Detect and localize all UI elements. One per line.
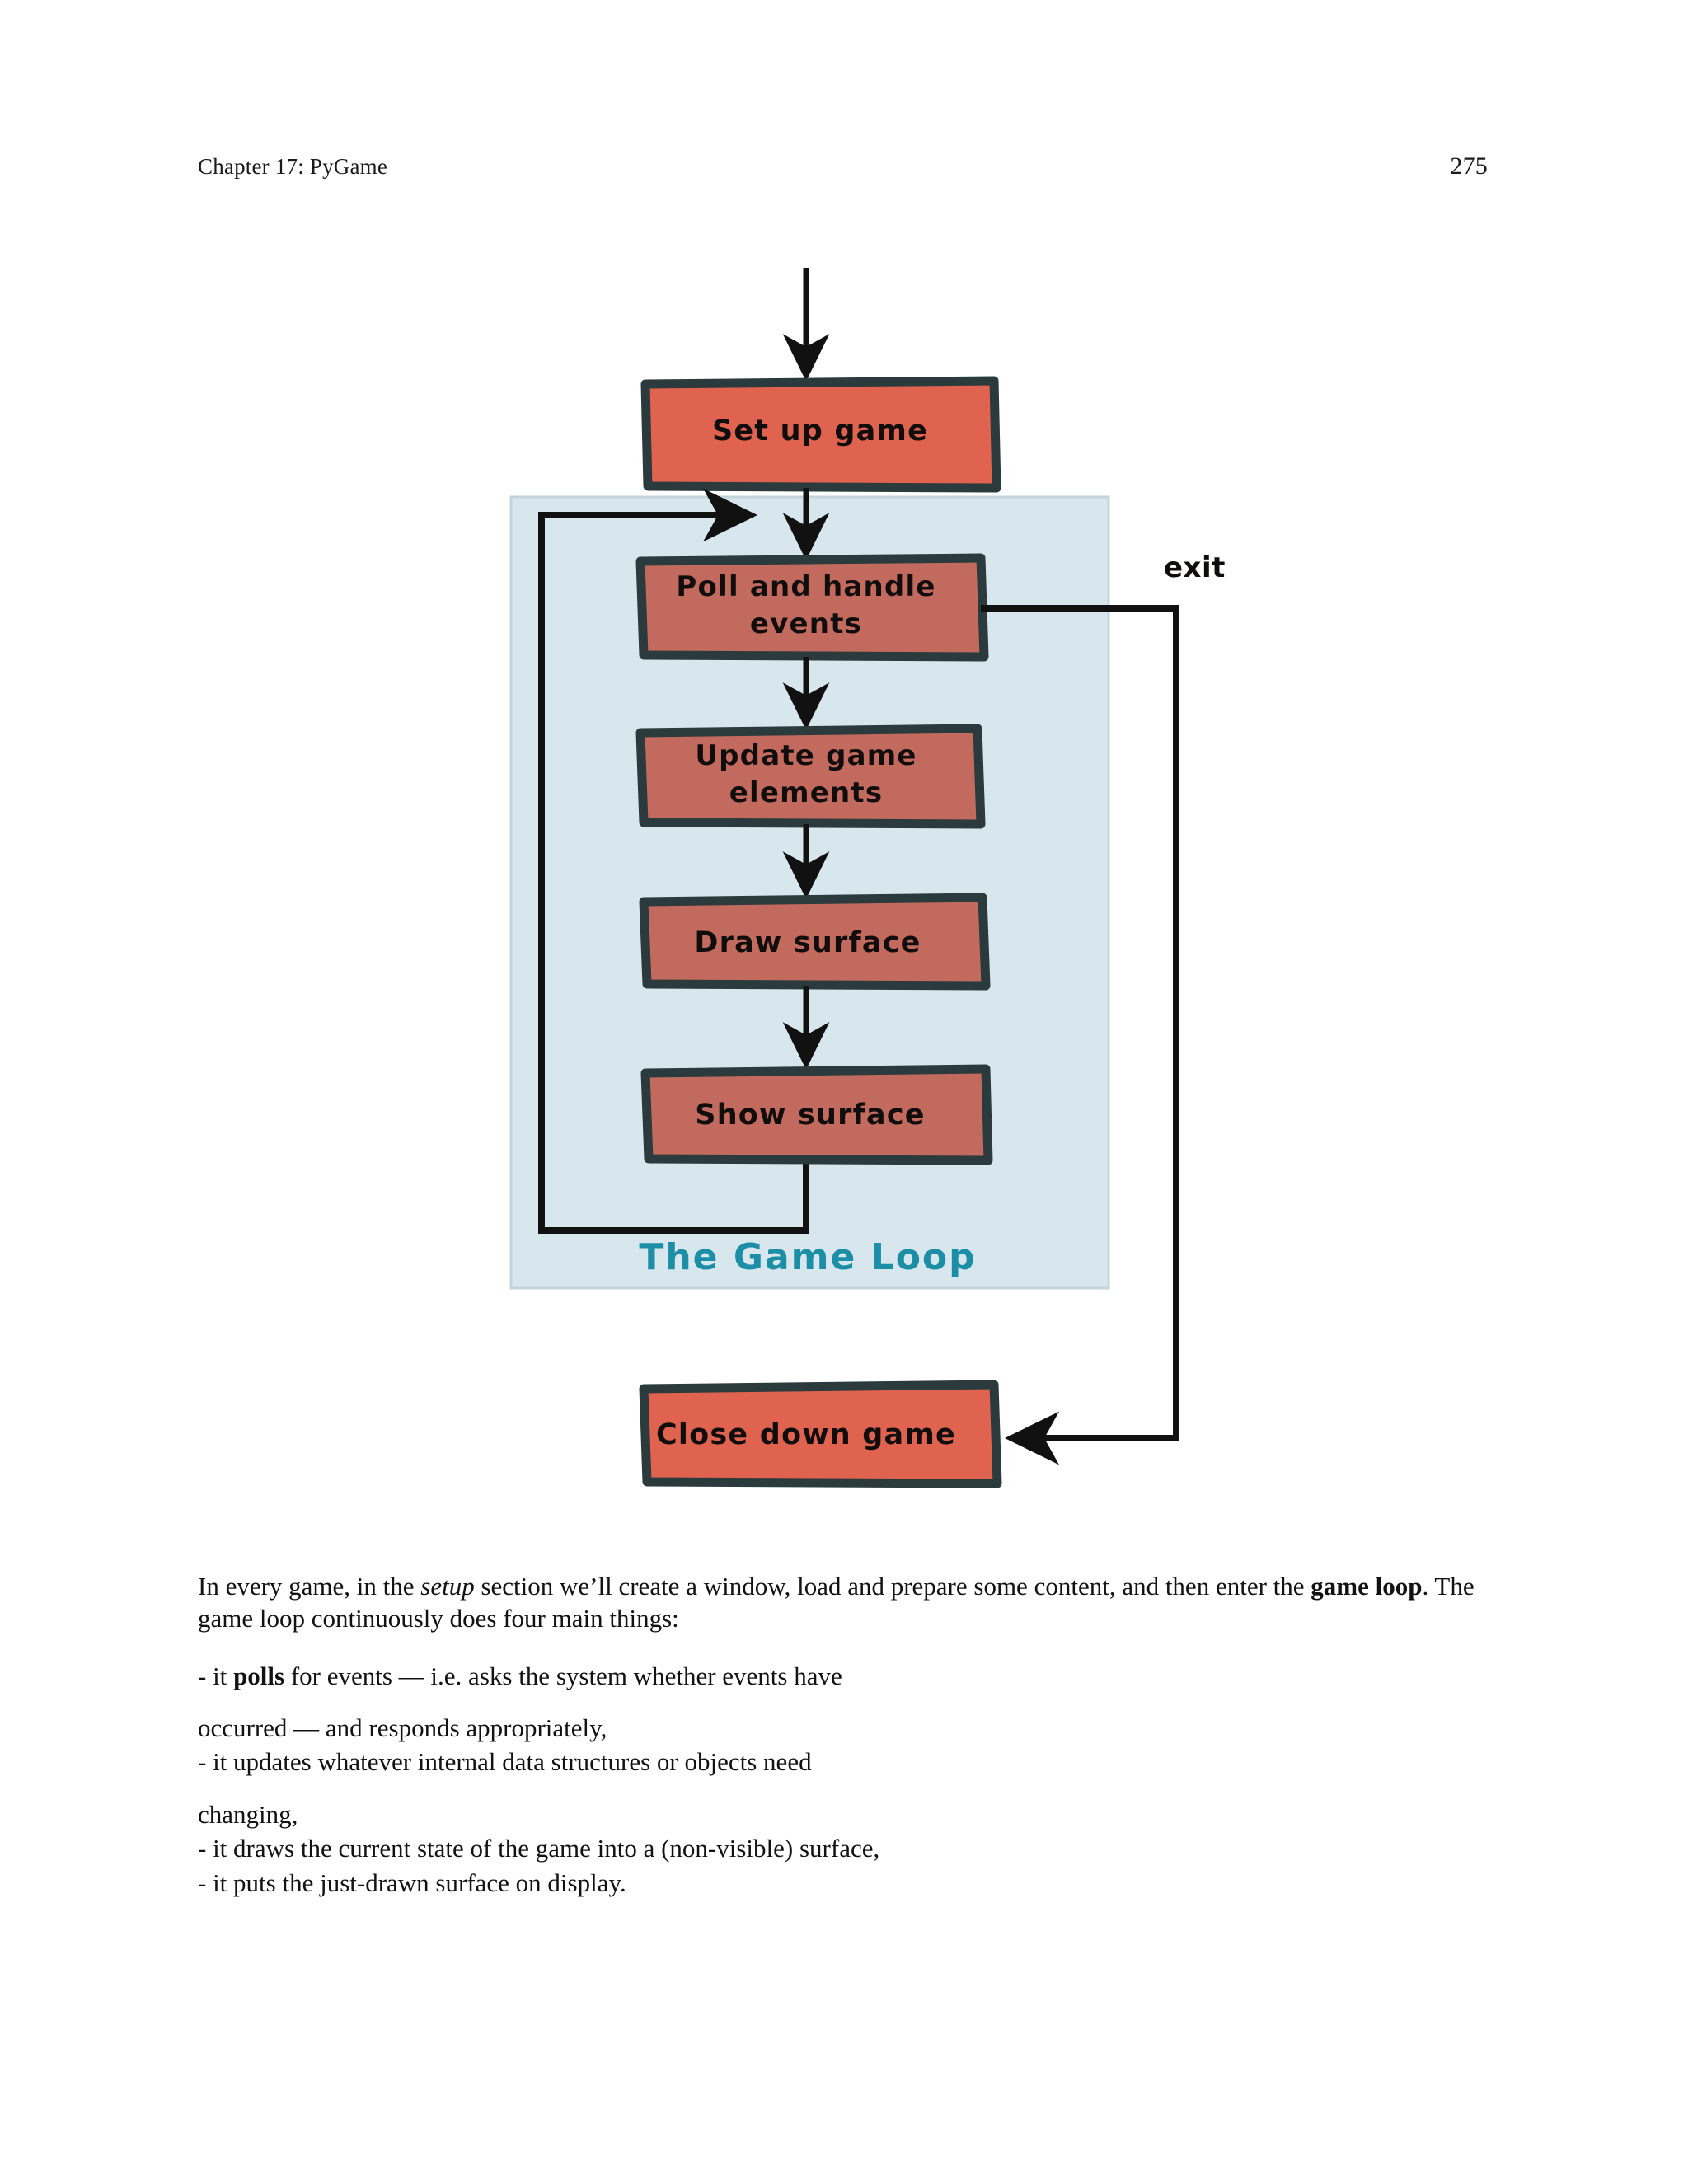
node-update-label-line1: Update game — [695, 739, 917, 772]
node-show-shape — [640, 1064, 993, 1165]
node-poll-label-line2: events — [750, 607, 862, 640]
node-draw-surface: Draw surface — [639, 893, 991, 991]
node-set-up-game: Set up game — [640, 376, 1001, 493]
node-show-surface: Show surface — [640, 1064, 993, 1165]
chapter-label: Chapter 17: PyGame — [198, 154, 388, 179]
node-update-game-elements: Update game elements — [635, 724, 986, 829]
body-copy: In every game, in the setup section we’l… — [198, 1570, 1492, 1899]
bullet-polls-prefix: - it — [198, 1661, 234, 1690]
intro-bold-game-loop: game loop — [1311, 1572, 1423, 1601]
bullet-updates-continuation: changing, — [198, 1799, 298, 1829]
bullet-polls: - it polls for events — i.e. asks the sy… — [198, 1660, 1492, 1692]
intro-part1: In every game, in the — [198, 1572, 421, 1601]
intro-part2: section we’ll create a window, load and … — [474, 1572, 1311, 1601]
node-set-up-game-label: Set up game — [712, 415, 928, 448]
node-close-label: Close down game — [656, 1418, 956, 1451]
bullet-polls-bold: polls — [233, 1661, 285, 1690]
node-show-label: Show surface — [695, 1099, 925, 1132]
intro-italic-setup: setup — [420, 1572, 475, 1601]
node-draw-shape — [639, 893, 991, 991]
bullet-polls-continuation: occurred — and responds appropriately, — [198, 1713, 607, 1743]
node-update-shape — [635, 724, 986, 829]
node-close-down-game: Close down game — [639, 1380, 1002, 1488]
game-loop-caption: The Game Loop — [639, 1236, 976, 1278]
bullet-draws: - it draws the current state of the game… — [198, 1834, 880, 1863]
game-loop-panel — [509, 495, 1110, 1290]
node-poll-label-line1: Poll and handle — [676, 570, 935, 603]
page-number: 275 — [1450, 152, 1488, 180]
exit-label: exit — [1164, 551, 1226, 584]
node-update-label-line2: elements — [729, 776, 884, 809]
bullet-updates: - it updates whatever internal data stru… — [198, 1747, 812, 1777]
node-close-shape — [639, 1380, 1002, 1488]
bullet-polls-rest: for events — i.e. asks the system whethe… — [284, 1661, 842, 1690]
exit-arrow — [981, 605, 1179, 1465]
bullet-puts: - it puts the just-drawn surface on disp… — [198, 1868, 626, 1897]
game-loop-flowchart: Set up game Poll and handle events exit … — [509, 268, 1226, 1488]
node-poll-shape — [635, 553, 989, 662]
node-poll-and-handle-events: Poll and handle events — [635, 553, 989, 662]
intro-paragraph: In every game, in the setup section we’l… — [198, 1570, 1492, 1635]
node-draw-label: Draw surface — [694, 926, 921, 959]
loop-back-arrow — [538, 488, 809, 1234]
intro-part3: . The game loop continuously does four m… — [198, 1572, 1475, 1633]
page-header: Chapter 17: PyGame 275 — [198, 152, 1488, 180]
node-set-up-game-shape — [640, 376, 1001, 493]
